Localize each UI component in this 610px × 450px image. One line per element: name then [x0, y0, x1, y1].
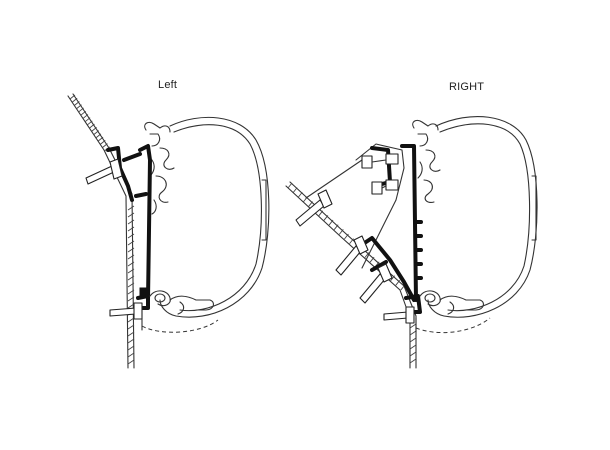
right-screw-1 [295, 189, 333, 227]
right-vehicle-wall [285, 181, 417, 369]
right-lower-profile [419, 290, 485, 315]
right-assembly [285, 116, 538, 369]
right-dashed-closure [415, 317, 491, 334]
left-lower-screw [109, 302, 143, 320]
right-screw-2 [335, 235, 369, 276]
label-left: Left [158, 79, 178, 91]
left-dashed-closure [141, 319, 219, 333]
right-screw-3 [359, 263, 393, 304]
right-screw-4 [383, 306, 415, 324]
right-mount-adapter [358, 220, 423, 314]
right-brace-lines [305, 143, 405, 269]
left-vehicle-wall [67, 93, 135, 369]
left-awning-cassette [159, 116, 270, 318]
label-right: RIGHT [449, 81, 485, 93]
left-upper-profile [144, 121, 175, 215]
right-awning-cassette [427, 116, 538, 318]
left-lower-profile [149, 290, 215, 315]
left-assembly [67, 93, 270, 369]
left-upper-screw [85, 158, 123, 185]
right-upper-profile [412, 119, 441, 203]
